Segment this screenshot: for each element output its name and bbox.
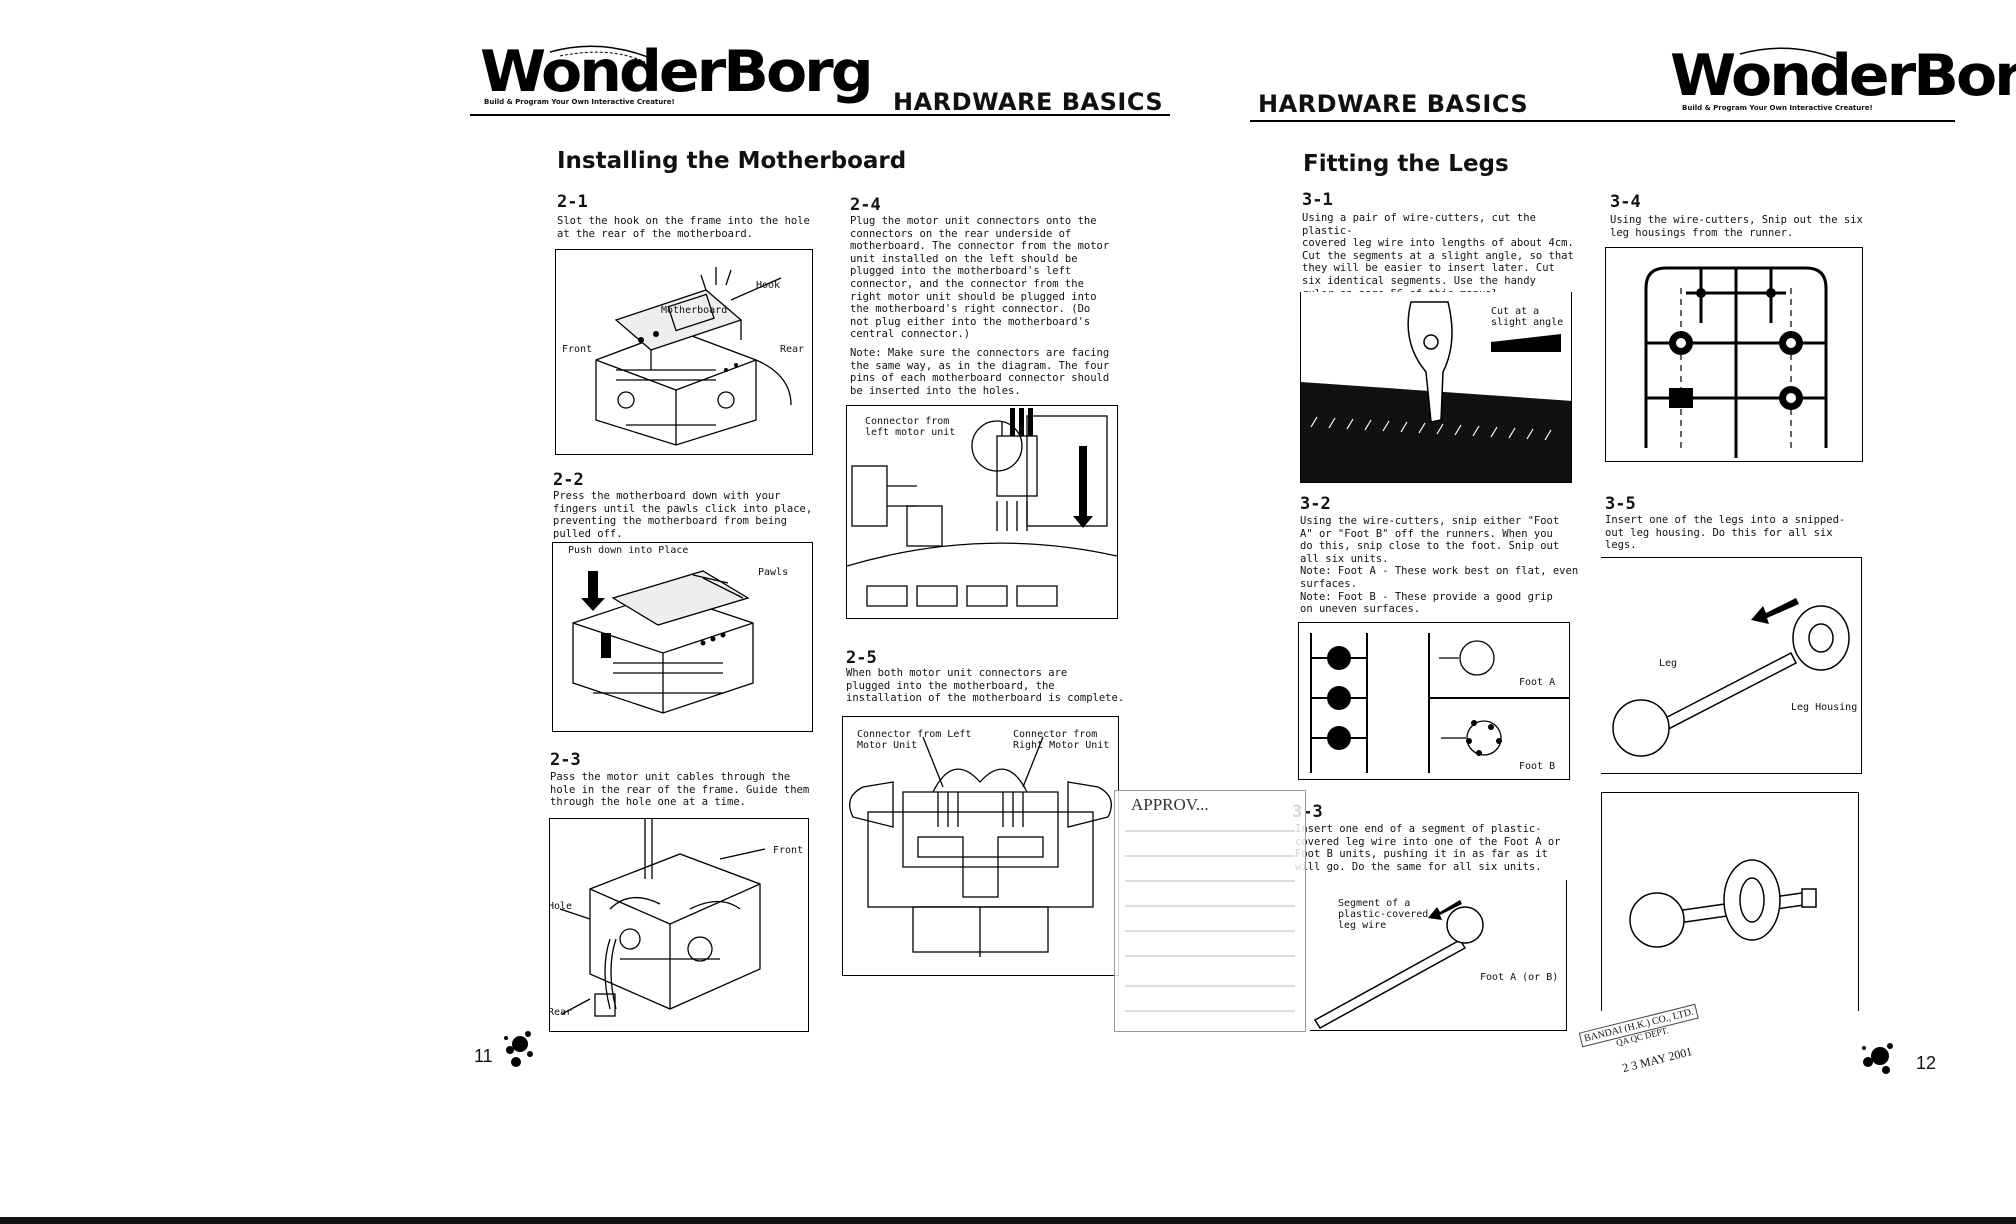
label-connector-right: Connector from Right Motor Unit xyxy=(1013,729,1110,751)
push-down-illustration xyxy=(572,570,754,714)
label-front: Front xyxy=(773,845,804,856)
label-pawls: Pawls xyxy=(758,567,789,578)
logo-wordmark: WonderBorg xyxy=(480,38,874,106)
logo-wordmark: WonderBorg xyxy=(1670,42,2016,110)
figure-3-3: Segment of a plastic-covered leg wire Fo… xyxy=(1310,880,1567,1031)
motherboard-frame-illustration xyxy=(595,267,792,446)
label-front: Front xyxy=(562,344,593,355)
page-header-right: HARDWARE BASICS xyxy=(1258,90,1529,118)
step-text: Insert one end of a segment of plastic- … xyxy=(1295,823,1561,873)
wonderborg-logo-left: WonderBorg Build & Program Your Own Inte… xyxy=(480,40,874,115)
step-text: Using the wire-cutters, snip either "Foo… xyxy=(1300,515,1579,616)
figure-2-1: Hook Motherboard Front Rear xyxy=(555,249,813,455)
section-title-legs: Fitting the Legs xyxy=(1303,151,1509,177)
cable-routing-illustration xyxy=(559,819,766,1017)
connector-plug-illustration xyxy=(847,408,1117,607)
wire-cutter-ruler-illustration xyxy=(1301,301,1571,482)
label-connector-left: Connector from Left Motor Unit xyxy=(857,729,972,751)
step-number: 2-3 xyxy=(550,750,581,770)
leg-assembled-illustration xyxy=(1629,859,1817,948)
step-text: Using a pair of wire-cutters, cut the pl… xyxy=(1302,212,1574,300)
approval-slip: APPROV... xyxy=(1114,790,1306,1032)
label-hole: Hole xyxy=(549,901,573,912)
step-number: 2-4 xyxy=(850,195,881,215)
figure-3-5-a: Leg Leg Housing xyxy=(1601,557,1862,774)
header-rule-left xyxy=(470,114,1170,116)
figure-2-5: Connector from Left Motor Unit Connector… xyxy=(842,716,1119,976)
figure-3-2: Foot A Foot B xyxy=(1298,622,1570,780)
header-rule-right xyxy=(1250,120,1955,122)
figure-3-4 xyxy=(1605,247,1863,462)
label-push-down: Push down into Place xyxy=(568,545,689,556)
step-number: 2-1 xyxy=(557,192,588,212)
logo-tagline: Build & Program Your Own Interactive Cre… xyxy=(1682,104,1873,112)
step-number: 2-2 xyxy=(553,470,584,490)
leg-housing-runner-illustration xyxy=(1644,266,1828,458)
label-cut-slight-angle: Cut at a slight angle xyxy=(1491,306,1564,328)
step-text: Using the wire-cutters, Snip out the six… xyxy=(1610,214,1863,239)
label-rear: Rear xyxy=(780,344,805,355)
logo-swoosh-icon xyxy=(1739,47,1841,61)
label-motherboard: Motherboard xyxy=(661,305,728,316)
section-title-motherboard: Installing the Motherboard xyxy=(557,148,907,174)
bottom-edge-bar xyxy=(0,1217,2016,1224)
label-foot-b: Foot B xyxy=(1519,761,1556,772)
label-connector-left-motor: Connector from left motor unit xyxy=(865,416,956,438)
foot-runner-illustration xyxy=(1310,633,1569,773)
figure-3-1: Cut at a slight angle xyxy=(1300,292,1572,483)
label-segment-wire: Segment of a plastic-covered leg wire xyxy=(1338,898,1429,931)
motherboard-complete-illustration xyxy=(849,736,1112,957)
label-foot-a-or-b: Foot A (or B) xyxy=(1480,972,1559,983)
step-number: 3-4 xyxy=(1610,192,1641,212)
approval-slip-title: APPROV... xyxy=(1131,795,1209,814)
step-text: Insert one of the legs into a snipped- o… xyxy=(1605,514,1846,552)
step-text: Slot the hook on the frame into the hole… xyxy=(557,215,810,240)
label-foot-a: Foot A xyxy=(1519,677,1556,688)
step-number: 3-2 xyxy=(1300,494,1331,514)
page-header-left: HARDWARE BASICS xyxy=(893,88,1164,116)
leg-into-housing-illustration xyxy=(1612,598,1850,757)
logo-tagline: Build & Program Your Own Interactive Cre… xyxy=(484,98,675,106)
step-note: Note: Make sure the connectors are facin… xyxy=(850,347,1110,397)
logo-swoosh-icon xyxy=(549,45,651,63)
figure-2-2: Push down into Place Pawls xyxy=(552,542,813,732)
label-hook: Hook xyxy=(756,280,781,291)
step-number: 2-5 xyxy=(846,648,877,668)
step-text: When both motor unit connectors are plug… xyxy=(846,667,1125,705)
figure-2-4: Connector from left motor unit xyxy=(846,405,1118,619)
step-number: 3-1 xyxy=(1302,190,1333,210)
step-text: Plug the motor unit connectors onto the … xyxy=(850,215,1110,341)
approval-slip-lines xyxy=(1125,830,1295,1012)
wonderborg-logo-right: WonderBorg Build & Program Your Own Inte… xyxy=(1670,42,2016,117)
figure-3-5-b xyxy=(1601,792,1859,1011)
step-text: Press the motherboard down with your fin… xyxy=(553,490,813,540)
label-leg-housing: Leg Housing xyxy=(1791,702,1858,713)
stamp-date: 2 3 MAY 2001 xyxy=(1620,1044,1694,1076)
label-leg: Leg xyxy=(1659,658,1678,669)
step-number: 3-5 xyxy=(1605,494,1636,514)
wire-into-foot-illustration xyxy=(1313,900,1484,1029)
page-number-right: 12 xyxy=(1916,1053,1937,1073)
ink-splat-icon xyxy=(504,1031,533,1067)
step-text: Pass the motor unit cables through the h… xyxy=(550,771,810,809)
ink-splat-icon xyxy=(1862,1043,1893,1074)
label-rear: Rear xyxy=(549,1007,573,1018)
page-number-left: 11 xyxy=(474,1046,493,1066)
figure-2-3: Front Hole Rear xyxy=(549,818,809,1032)
